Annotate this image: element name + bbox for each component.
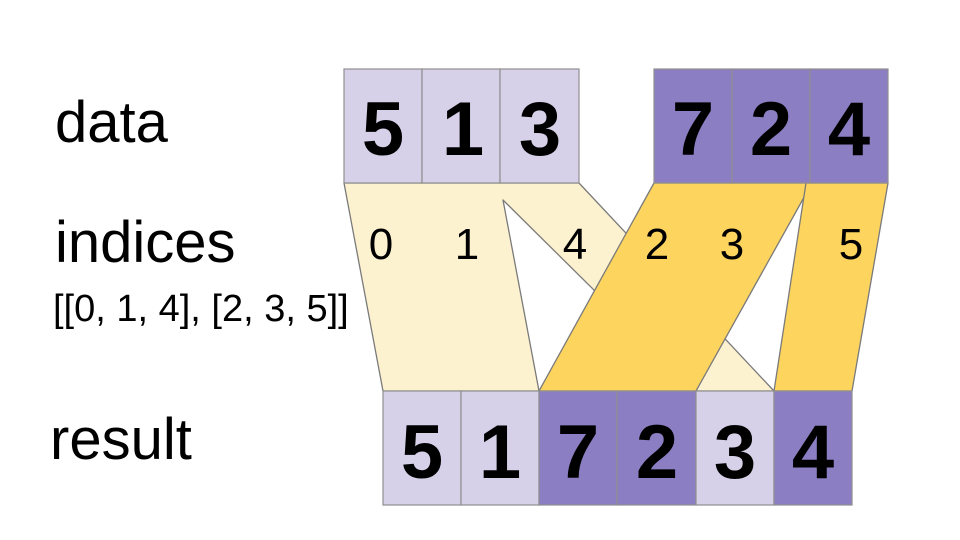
indices-value-label: [[0, 1, 4], [2, 3, 5]] <box>53 288 349 330</box>
index-label-3: 3 <box>720 220 744 269</box>
data-cell <box>499 68 580 184</box>
data-cell-value: 7 <box>672 87 714 172</box>
result-cell <box>695 390 775 506</box>
data-label: data <box>55 90 169 155</box>
index-labels: 0 1 4 2 3 5 <box>369 220 863 269</box>
data-cell <box>731 68 811 184</box>
data-array-2: 7 2 4 <box>653 68 889 184</box>
result-label: result <box>50 407 192 472</box>
data-cell <box>809 68 889 184</box>
result-cell <box>382 390 462 506</box>
data-cell-value: 1 <box>442 87 484 172</box>
result-cell-value: 1 <box>479 410 521 495</box>
data-cell <box>653 68 733 184</box>
result-cell <box>538 390 618 506</box>
result-cell-value: 2 <box>636 410 678 495</box>
data-cell-value: 2 <box>750 87 792 172</box>
result-cell-value: 3 <box>714 410 756 495</box>
result-array: 5 1 7 2 3 4 <box>382 390 853 506</box>
index-label-5: 5 <box>839 220 863 269</box>
data-array-1: 5 1 3 <box>343 68 580 184</box>
index-label-4: 4 <box>563 220 587 269</box>
data-cell <box>421 68 501 184</box>
index-label-2: 2 <box>645 220 669 269</box>
result-cell-value: 5 <box>401 410 443 495</box>
index-label-1: 1 <box>455 220 479 269</box>
result-cell-value: 7 <box>557 410 599 495</box>
data-cell-value: 3 <box>519 87 561 172</box>
data-cell <box>343 68 423 184</box>
data-cell-value: 4 <box>828 87 870 172</box>
result-cell <box>460 390 540 506</box>
result-cell <box>616 390 697 506</box>
result-cell <box>773 390 853 506</box>
index-label-0: 0 <box>369 220 393 269</box>
result-cell-value: 4 <box>792 410 834 495</box>
indices-label: indices <box>55 210 236 275</box>
data-cell-value: 5 <box>362 87 404 172</box>
